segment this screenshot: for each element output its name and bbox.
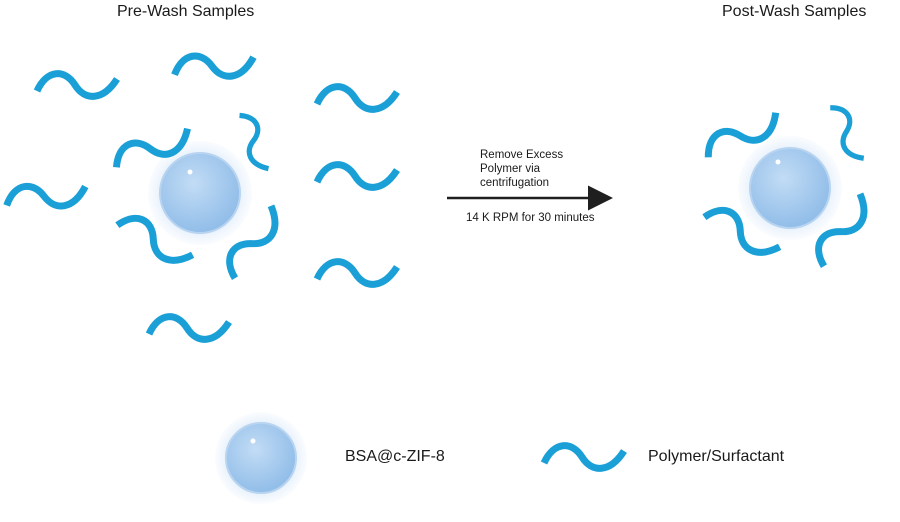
polymer-strand-icon [37, 74, 117, 97]
legend-polymer-icon [544, 446, 624, 469]
legend-particle-label: BSA@c-ZIF-8 [345, 448, 445, 465]
polymer-strand-icon [827, 102, 868, 164]
post-wash-particle-icon [738, 136, 842, 240]
process-step-line: centrifugation [480, 177, 550, 189]
pre-wash-particle-icon [148, 141, 252, 245]
post-wash-title: Post-Wash Samples [722, 3, 867, 20]
polymer-strand-icon [317, 262, 397, 285]
pre-wash-title: Pre-Wash Samples [117, 3, 255, 20]
polymer-strand-icon [317, 165, 397, 188]
process-condition: 14 K RPM for 30 minutes [466, 212, 595, 224]
polymer-strand-icon [317, 87, 397, 110]
process-step-line: Remove Excess [480, 149, 564, 161]
polymer-strand-icon [173, 52, 254, 80]
process-step-line: Polymer via [480, 163, 541, 175]
process-step: Remove Excess Polymer via centrifugation [480, 148, 563, 190]
polymer-strand-icon [5, 181, 87, 211]
legend-polymer-label: Polymer/Surfactant [648, 448, 785, 465]
polymer-strand-icon [149, 317, 229, 340]
legend-particle-icon [215, 412, 307, 504]
